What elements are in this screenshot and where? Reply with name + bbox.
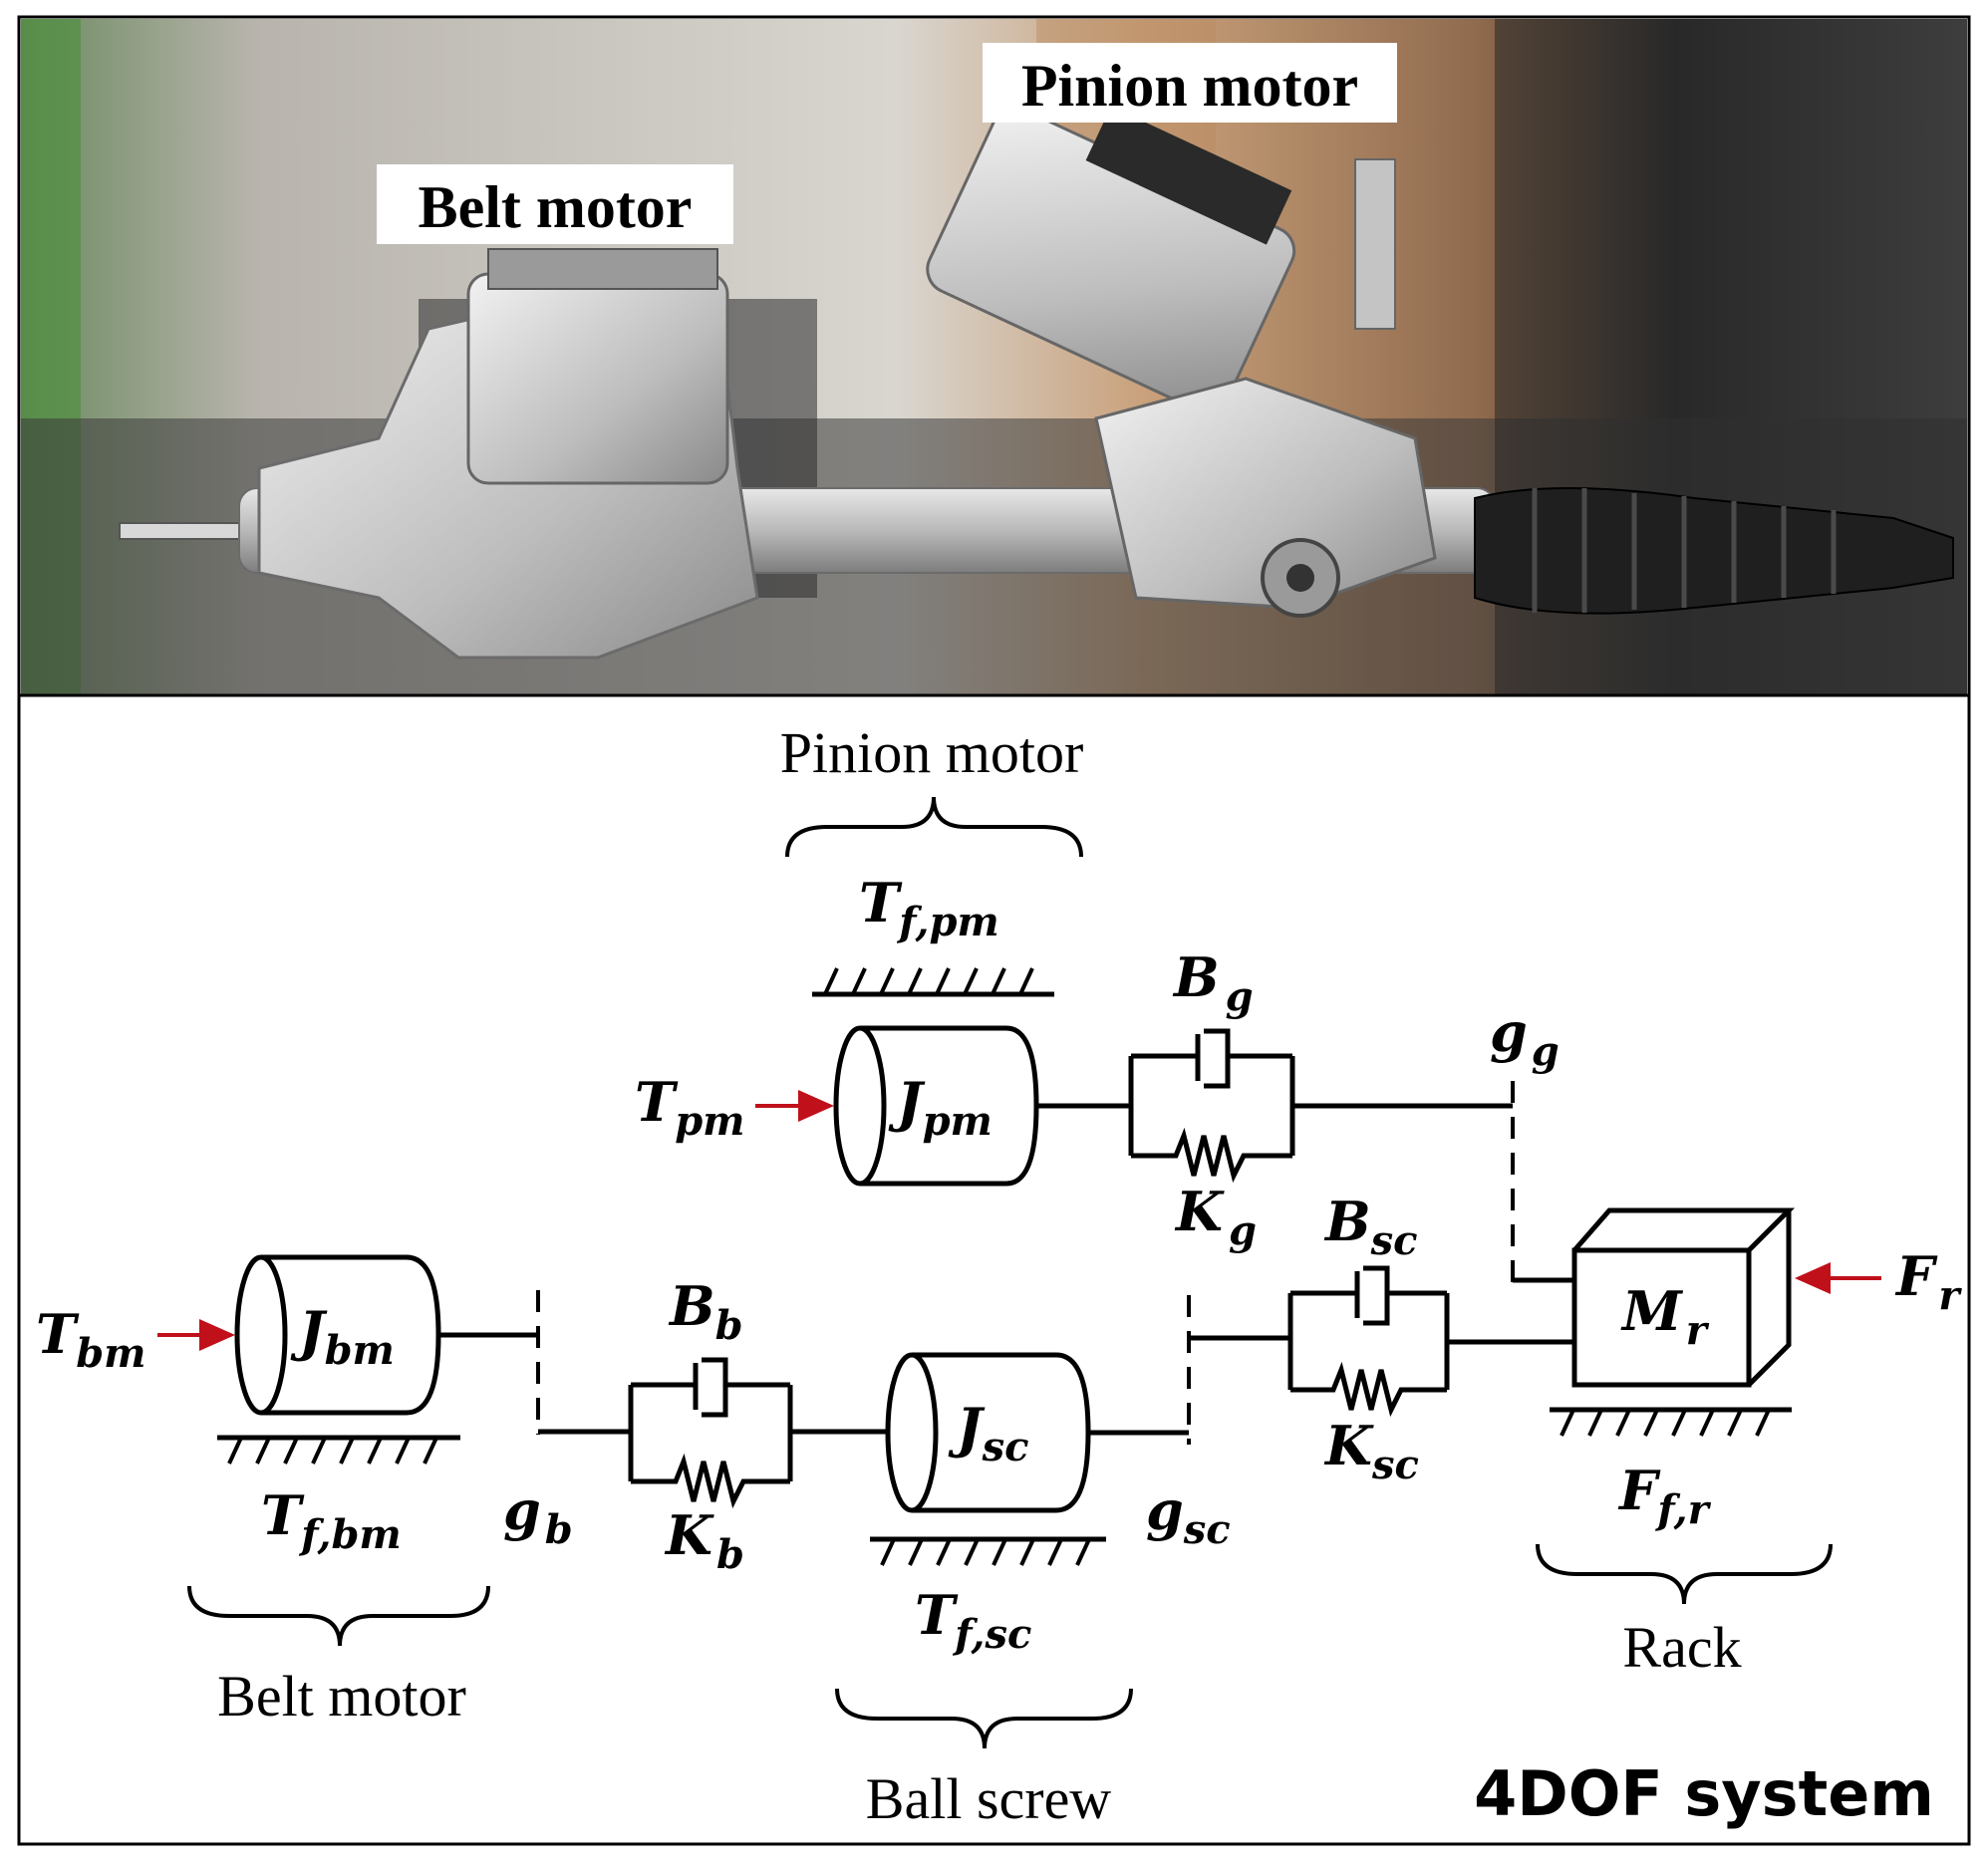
ground-ball-screw [870, 1536, 1106, 1566]
label-K-sc: Ksc [1323, 1414, 1419, 1488]
schematic-diagram: Pinion motor Belt motor Ball screw Rack … [36, 720, 1962, 1831]
group-label-rack: Rack [1622, 1615, 1741, 1680]
label-J-sc: Jsc [948, 1396, 1028, 1470]
brace-rack [1536, 1543, 1833, 1605]
label-J-pm: Jpm [888, 1070, 993, 1145]
brace-pinion-motor [785, 796, 1083, 858]
ground-pinion-motor [812, 967, 1054, 997]
label-T-f-bm: Tf,bm [261, 1483, 402, 1558]
spring-damper-sc [1287, 1265, 1450, 1418]
group-label-belt-motor: Belt motor [217, 1664, 466, 1729]
ground-belt-motor [217, 1435, 460, 1465]
label-T-bm: Tbm [36, 1302, 145, 1377]
mass-block-rack [1571, 1207, 1796, 1388]
photo-panel: Belt motor Pinion motor [21, 19, 1967, 694]
label-T-f-pm: Tf,pm [859, 871, 999, 945]
ground-rack [1550, 1407, 1792, 1437]
brace-belt-motor [187, 1585, 490, 1647]
label-T-pm: Tpm [635, 1070, 744, 1145]
label-B-b: Bb [668, 1274, 743, 1349]
steering-rack-image [119, 106, 1954, 660]
label-T-f-sc: Tf,sc [915, 1583, 1031, 1658]
diagram-title: 4DOF system [1474, 1757, 1934, 1830]
photo-label-pinion-motor: Pinion motor [1021, 53, 1358, 119]
spring-damper-b [628, 1357, 793, 1509]
label-F-f-r: Ff,r [1617, 1459, 1712, 1533]
outer-frame [17, 15, 1971, 1846]
group-label-ball-screw: Ball screw [866, 1766, 1112, 1831]
photo-label-belt-motor: Belt motor [419, 174, 693, 240]
brace-ball-screw [835, 1688, 1133, 1749]
group-label-pinion-motor: Pinion motor [780, 720, 1084, 785]
label-B-sc: Bsc [1323, 1190, 1418, 1264]
label-J-bm: Jbm [290, 1299, 395, 1374]
label-g-sc: gsc [1146, 1478, 1231, 1553]
spring-damper-g [1128, 1028, 1513, 1184]
